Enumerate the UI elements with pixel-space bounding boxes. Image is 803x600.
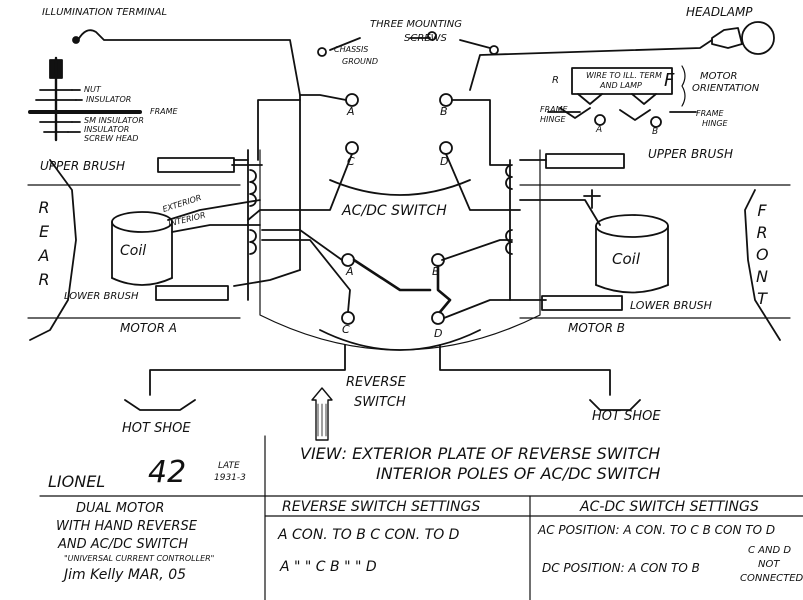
hot-shoe-left-icon bbox=[124, 399, 196, 411]
frame-label: FRAME bbox=[150, 107, 178, 116]
reverse-pole-d-label: D bbox=[434, 327, 443, 340]
reverse-label: REVERSE bbox=[346, 375, 406, 390]
reverse-row2: A " " C B " " D bbox=[280, 559, 377, 575]
view1-label: VIEW: EXTERIOR PLATE OF REVERSE SWITCH bbox=[300, 444, 661, 463]
coil-right bbox=[595, 214, 669, 238]
coil-left-label: Coil bbox=[120, 243, 147, 259]
upper-brush-right-label: UPPER BRUSH bbox=[648, 147, 733, 161]
acdc-row2-note3: CONNECTED bbox=[740, 573, 803, 584]
acdc-pole-c bbox=[345, 141, 359, 155]
three-mounting-label: THREE MOUNTING bbox=[370, 19, 462, 30]
upper-brush-left-label: UPPER BRUSH bbox=[40, 159, 125, 173]
wire-to-ill-label: WIRE TO ILL. TERM bbox=[586, 71, 662, 80]
front-outline bbox=[744, 189, 781, 341]
desc3-label: AND AC/DC SWITCH bbox=[58, 537, 189, 552]
reverse-row1: A CON. TO B C CON. TO D bbox=[278, 527, 460, 543]
reverse-pole-c-label: C bbox=[342, 323, 350, 336]
chassis-label: CHASSIS bbox=[334, 45, 369, 54]
view2-label: INTERIOR POLES OF AC/DC SWITCH bbox=[376, 464, 661, 483]
acdc-pole-c-label: C bbox=[347, 155, 355, 168]
acdc-pole-b-label: B bbox=[440, 105, 448, 118]
acdc-pole-a-label: A bbox=[347, 105, 355, 118]
insulator2-label: INSULATOR bbox=[84, 125, 130, 134]
headlamp-icon bbox=[711, 27, 743, 49]
mounting-screw-icon bbox=[427, 31, 437, 41]
illumination-terminal-label: ILLUMINATION TERMINAL bbox=[42, 7, 168, 18]
acdc-row2-note2: NOT bbox=[758, 559, 780, 570]
author-label: Jim Kelly MAR, 05 bbox=[64, 567, 187, 583]
lower-brush-left-label: LOWER BRUSH bbox=[64, 291, 139, 302]
chassis-ground-screw-icon bbox=[317, 47, 327, 57]
desc2-label: WITH HAND REVERSE bbox=[56, 519, 197, 534]
lower-brush-right bbox=[541, 295, 623, 311]
upper-brush-right bbox=[545, 153, 625, 169]
reverse-header: REVERSE SWITCH SETTINGS bbox=[282, 499, 481, 515]
frame-hinge-right-2-label: HINGE bbox=[702, 119, 728, 128]
hot-shoe-right-icon bbox=[589, 399, 641, 411]
hot-shoe-left-label: HOT SHOE bbox=[122, 421, 191, 436]
frame-hinge-left-2-label: HINGE bbox=[540, 115, 566, 124]
illumination-wire bbox=[77, 29, 301, 96]
frame-hinge-left-1-label: FRAME bbox=[540, 105, 568, 114]
reverse-switch-arrow bbox=[311, 387, 333, 441]
rear-text: REAR bbox=[38, 198, 50, 289]
coil-left bbox=[111, 211, 173, 233]
acdc-row1: AC POSITION: A CON. TO C B CON TO D bbox=[538, 523, 776, 537]
acdc-switch-arc bbox=[329, 179, 471, 196]
ground-label: GROUND bbox=[342, 57, 379, 66]
orient-r-label: R bbox=[552, 75, 559, 86]
rear-label: REAR bbox=[38, 196, 54, 292]
motor-a-label: MOTOR A bbox=[120, 321, 177, 335]
motor-orientation-1-label: MOTOR bbox=[700, 71, 738, 82]
acdc-pole-d bbox=[439, 141, 453, 155]
reverse-pole-a-label: A bbox=[346, 265, 354, 278]
desc4-label: "UNIVERSAL CURRENT CONTROLLER" bbox=[64, 554, 215, 563]
years-label: 1931-3 bbox=[214, 473, 246, 483]
orient-a-label: A bbox=[596, 125, 603, 135]
front-text: FRONT bbox=[756, 201, 769, 308]
desc1-label: DUAL MOTOR bbox=[76, 501, 165, 516]
headlamp-label: HEADLAMP bbox=[686, 5, 753, 19]
acdc-header: AC-DC SWITCH SETTINGS bbox=[580, 499, 759, 515]
make-label: LIONEL bbox=[48, 472, 106, 491]
acdc-switch-label: AC/DC SWITCH bbox=[342, 203, 447, 219]
illumination-terminal-icon bbox=[72, 36, 80, 44]
and-lamp-label: AND LAMP bbox=[600, 81, 642, 90]
front-label: FRONT bbox=[756, 200, 772, 310]
model-label: 42 bbox=[148, 455, 187, 490]
acdc-row2-note1: C AND D bbox=[748, 545, 792, 556]
mounting-screw-icon bbox=[489, 45, 499, 55]
lower-brush-right-label: LOWER BRUSH bbox=[630, 299, 712, 312]
orient-f-label: F bbox=[664, 70, 675, 91]
motor-b-label: MOTOR B bbox=[568, 321, 625, 335]
frame-hinge-right-1-label: FRAME bbox=[696, 109, 724, 118]
screw-head-label: SCREW HEAD bbox=[84, 134, 139, 143]
motor-orientation-box bbox=[571, 67, 673, 95]
sm-insulator-label: SM INSULATOR bbox=[84, 116, 144, 125]
headlamp-bulb-icon bbox=[741, 21, 775, 55]
hot-shoe-right-label: HOT SHOE bbox=[592, 409, 661, 424]
acdc-row2: DC POSITION: A CON TO B bbox=[542, 561, 700, 575]
headlamp-wire bbox=[469, 39, 713, 91]
motor-orientation-2-label: ORIENTATION bbox=[692, 83, 760, 94]
reverse-pole-d bbox=[431, 311, 445, 325]
upper-brush-left bbox=[157, 157, 235, 173]
reverse-pole-b-label: B bbox=[432, 265, 440, 278]
nut-label: NUT bbox=[84, 85, 101, 94]
screws-label: SCREWS bbox=[404, 33, 447, 44]
lower-brush-left bbox=[155, 285, 229, 301]
screw-stack-icon bbox=[28, 56, 142, 142]
switch-label: SWITCH bbox=[354, 395, 406, 410]
orient-b-label: B bbox=[652, 127, 659, 137]
coil-right-label: Coil bbox=[612, 250, 640, 268]
acdc-pole-d-label: D bbox=[440, 155, 449, 168]
late-label: LATE bbox=[218, 461, 240, 471]
insulator-label: INSULATOR bbox=[86, 95, 132, 104]
